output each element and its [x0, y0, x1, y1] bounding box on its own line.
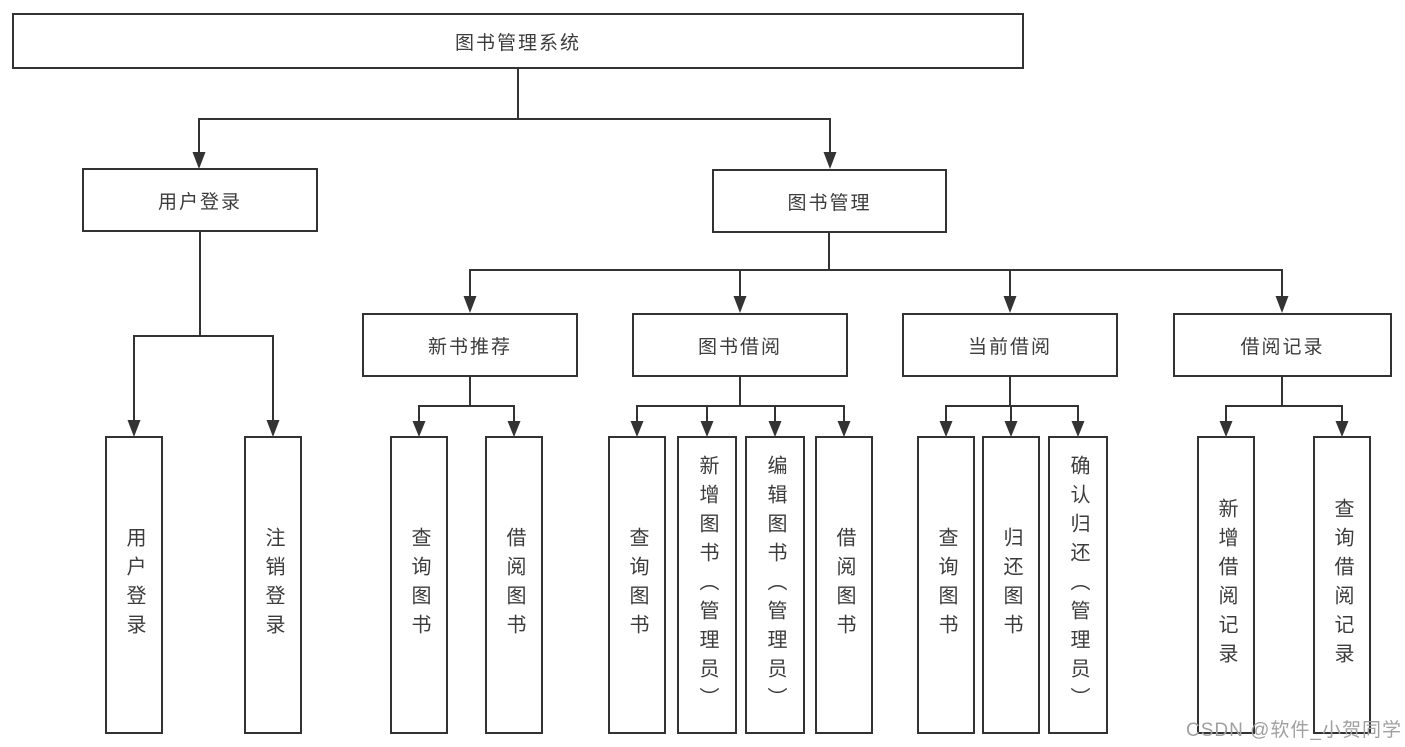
node-new-book-recommend-label: 新书推荐: [427, 336, 512, 358]
leaf-borrow-book-recommend: 借阅图书: [485, 436, 543, 734]
node-user-login-label: 用户登录: [157, 191, 242, 213]
leaf-return-book: 归还图书: [982, 436, 1040, 734]
leaf-confirm-return-admin-label: 确认归还（管理员）: [1067, 454, 1089, 716]
node-book-management-label: 图书管理: [787, 192, 872, 214]
node-book-management: 图书管理: [712, 169, 947, 233]
node-book-borrow: 图书借阅: [632, 313, 848, 377]
node-root: 图书管理系统: [12, 13, 1024, 69]
leaf-query-books-current-label: 查询图书: [935, 527, 957, 643]
leaf-query-borrow-record: 查询借阅记录: [1313, 436, 1371, 734]
leaf-query-books-current: 查询图书: [917, 436, 975, 734]
leaf-query-books-recommend: 查询图书: [390, 436, 448, 734]
leaf-confirm-return-admin: 确认归还（管理员）: [1048, 436, 1108, 734]
leaf-return-book-label: 归还图书: [1000, 527, 1022, 643]
leaf-add-book-admin: 新增图书（管理员）: [677, 436, 737, 734]
node-current-borrow: 当前借阅: [902, 313, 1118, 377]
node-borrow-records-label: 借阅记录: [1240, 336, 1325, 358]
node-new-book-recommend: 新书推荐: [362, 313, 578, 377]
node-borrow-records: 借阅记录: [1173, 313, 1392, 377]
leaf-add-borrow-record: 新增借阅记录: [1197, 436, 1255, 734]
node-root-label: 图书管理系统: [454, 32, 581, 54]
csdn-watermark: CSDN @软件_小贺同学: [1186, 720, 1402, 741]
leaf-add-book-admin-label: 新增图书（管理员）: [696, 454, 718, 716]
leaf-logout-label: 注销登录: [262, 527, 284, 643]
leaf-query-books-borrow: 查询图书: [608, 436, 666, 734]
node-user-login: 用户登录: [82, 168, 318, 232]
leaf-user-login-label: 用户登录: [123, 527, 145, 643]
leaf-borrow-book-recommend-label: 借阅图书: [503, 527, 525, 643]
leaf-edit-book-admin-label: 编辑图书（管理员）: [764, 454, 786, 716]
leaf-borrow-book-label: 借阅图书: [833, 527, 855, 643]
node-book-borrow-label: 图书借阅: [697, 336, 782, 358]
leaf-query-borrow-record-label: 查询借阅记录: [1331, 498, 1353, 672]
leaf-query-books-recommend-label: 查询图书: [408, 527, 430, 643]
node-current-borrow-label: 当前借阅: [967, 336, 1052, 358]
leaf-user-login: 用户登录: [105, 436, 163, 734]
leaf-add-borrow-record-label: 新增借阅记录: [1215, 498, 1237, 672]
leaf-logout: 注销登录: [244, 436, 302, 734]
leaf-query-books-borrow-label: 查询图书: [626, 527, 648, 643]
leaf-edit-book-admin: 编辑图书（管理员）: [745, 436, 805, 734]
leaf-borrow-book: 借阅图书: [815, 436, 873, 734]
